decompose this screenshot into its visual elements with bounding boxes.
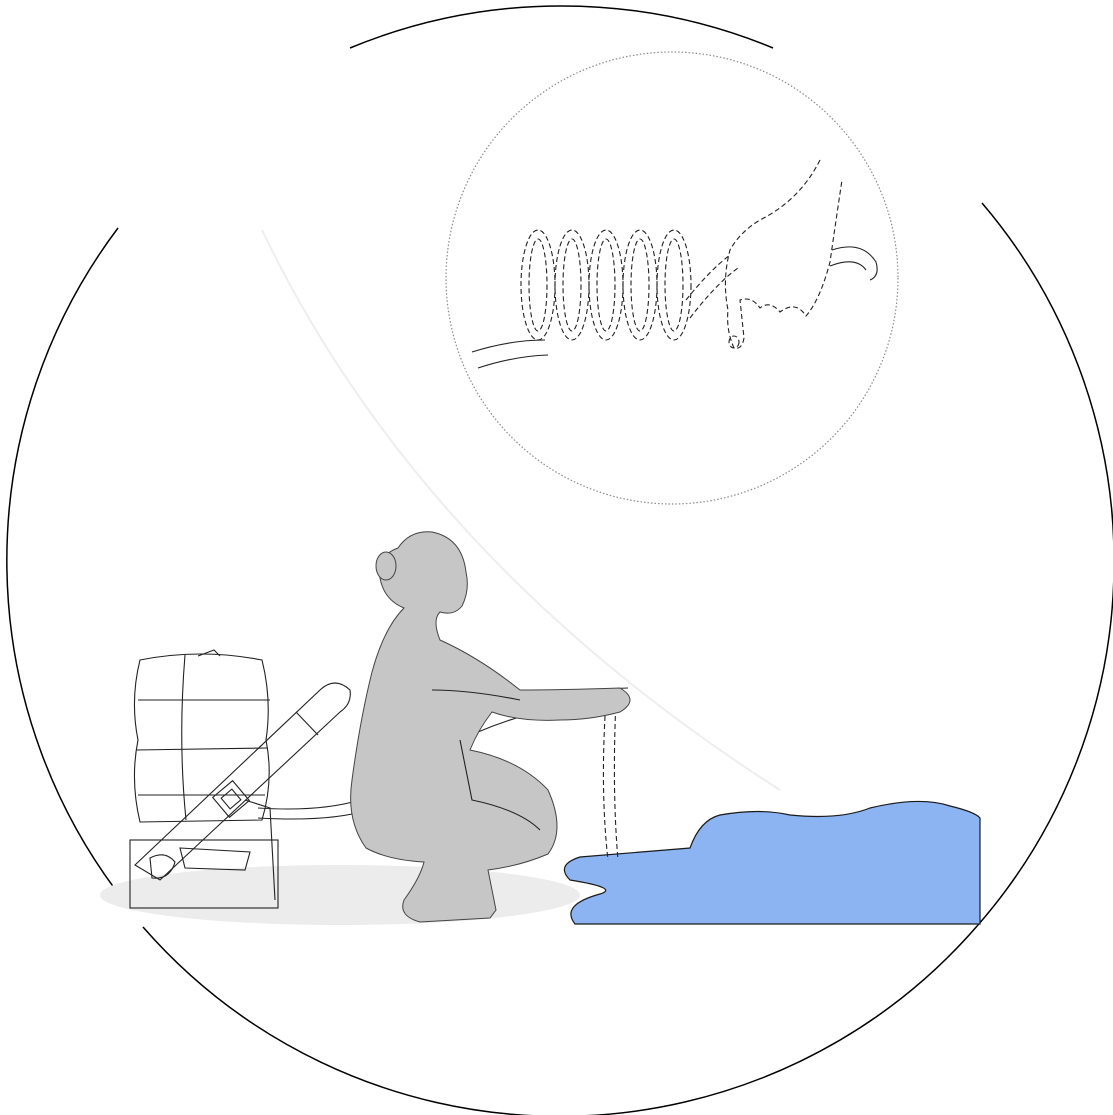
circle-arc-top	[350, 6, 773, 48]
main-circle-frame	[7, 6, 1113, 1115]
inset-circle	[446, 52, 898, 504]
person-hair-bun	[376, 552, 396, 580]
coil-loop-3	[589, 230, 623, 340]
strap-board-inner	[296, 712, 318, 735]
coil-loop-4	[623, 230, 657, 340]
coil-loop-3-in	[597, 239, 615, 331]
coil-loop-5-in	[665, 239, 683, 331]
coil-loop-1	[521, 230, 555, 340]
coil-loop-4-in	[631, 239, 649, 331]
circle-arc-right	[978, 203, 1113, 925]
wrist-hose	[830, 247, 877, 280]
strap-board	[135, 683, 350, 880]
hose-drop-right	[614, 700, 618, 860]
container-cap	[198, 650, 220, 656]
strap-buckle-inner	[221, 789, 241, 809]
inset-hose-end	[686, 255, 738, 318]
hand-icon	[725, 160, 842, 348]
coil-loop-2-in	[563, 239, 581, 331]
hose-drop-left	[603, 700, 608, 860]
coiled-hose-icon	[521, 230, 691, 340]
container-seam-3	[136, 748, 268, 750]
circle-arc-left	[7, 228, 128, 906]
water-puddle	[564, 801, 980, 924]
ground-shadow	[100, 865, 580, 925]
coil-loop-2	[555, 230, 589, 340]
inset-hose-lead	[472, 340, 548, 368]
coil-loop-1-in	[529, 239, 547, 331]
circle-arc-bottom	[143, 925, 978, 1115]
coil-loop-5	[657, 230, 691, 340]
inset-detail	[446, 52, 898, 504]
